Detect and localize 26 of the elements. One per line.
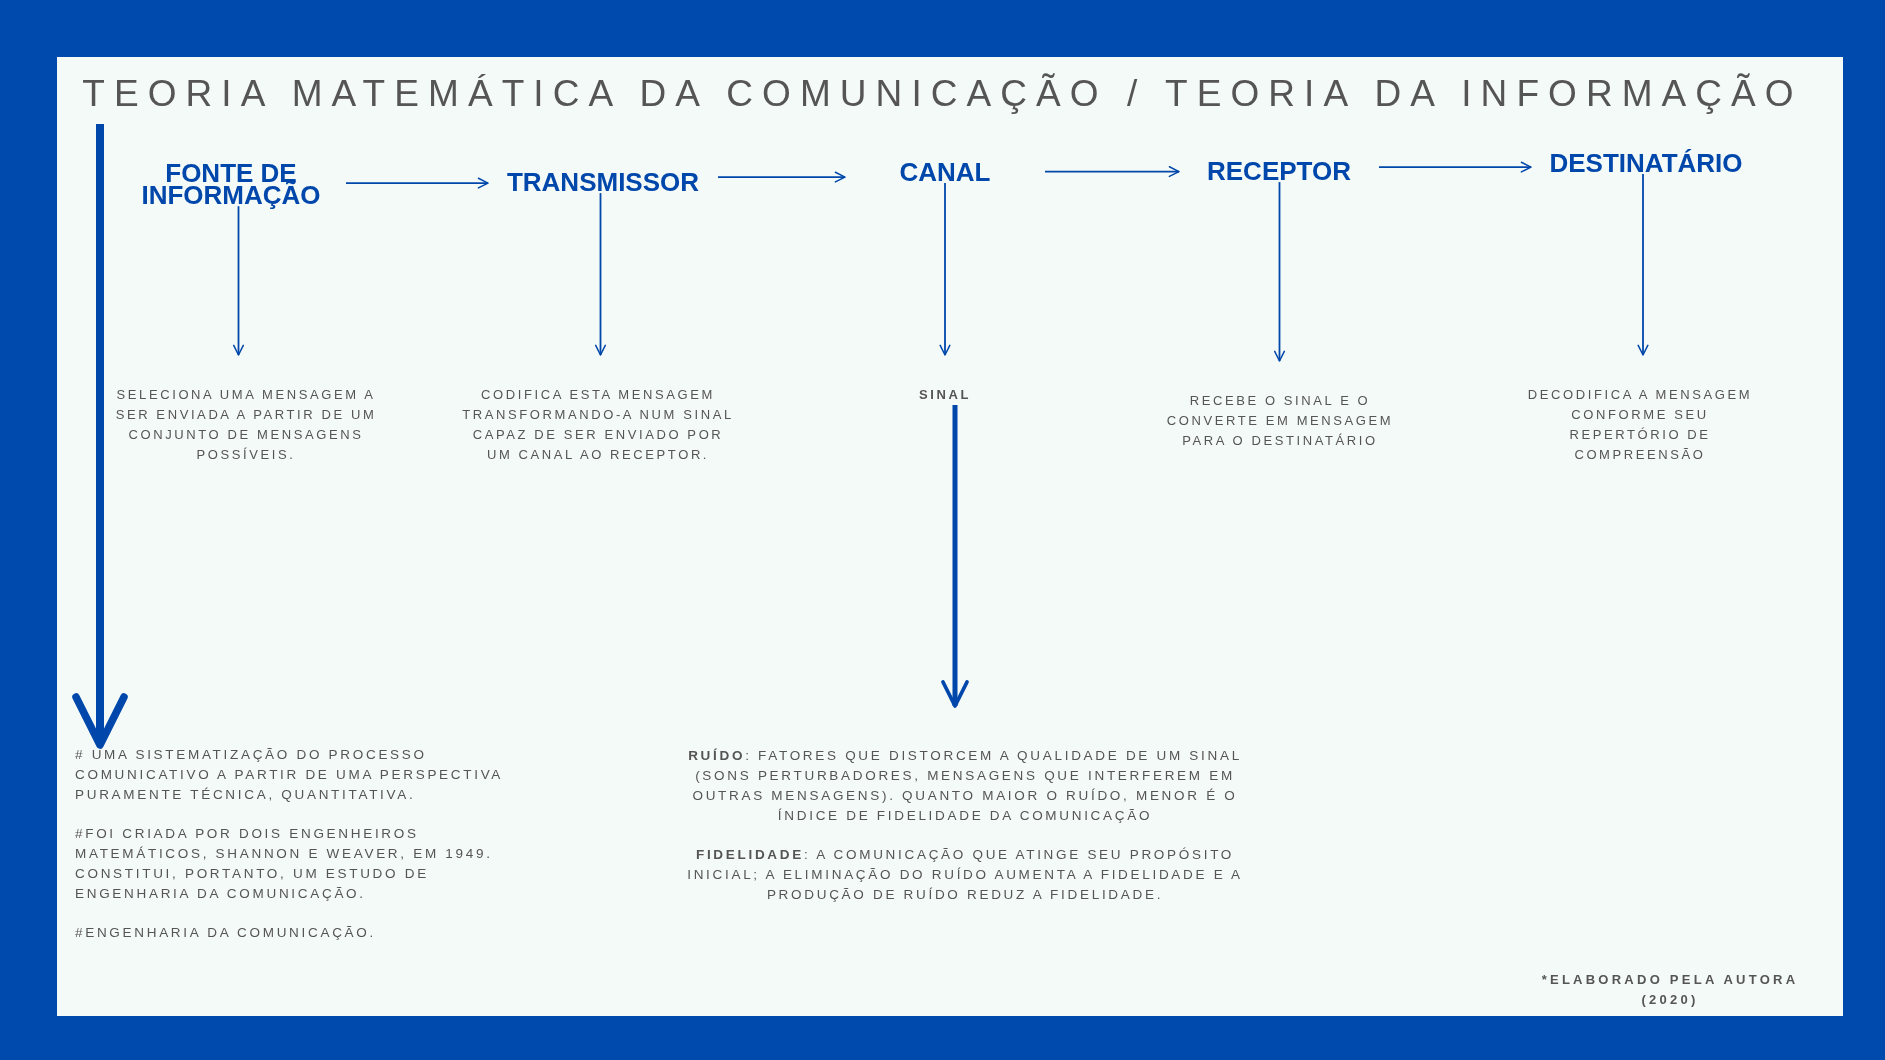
description-text: RECEBE O SINAL E O CONVERTE EM MENSAGEM PARA O DESTINATÁRIO	[1165, 392, 1395, 450]
arrow	[594, 192, 607, 356]
description-text: DECODIFICA A MENSAGEM CONFORME SEU REPERTÓRIO DE COMPREENSÃO	[1526, 386, 1754, 464]
description-text: RUÍDO: FATORES QUE DISTORCEM A QUALIDADE DE UM SINAL (SONS PERTURBADORES, MENSAGENS QUE INTERFEREM EM OUTRAS MENSAGENS). QUANTO MAIOR O RUÍDO, MENOR É O ÍNDICE DE FIDELIDADE DA COMUNICAÇÃO	[687, 747, 1243, 825]
description-text: SELECIONA UMA MENSAGEM A SER ENVIADA A PARTIR DE UM CONJUNTO DE MENSAGENS POSSÍVEIS.	[115, 386, 377, 464]
arrow	[1637, 173, 1649, 356]
stage-heading: TRANSMISSOR	[505, 171, 701, 194]
arrow	[232, 205, 245, 356]
arrow	[717, 171, 846, 183]
arrow	[1044, 166, 1180, 178]
description-text: #ENGENHARIA DA COMUNICAÇÃO.	[75, 924, 377, 942]
footnote: *ELABORADO PELA AUTORA (2020)	[1540, 971, 1800, 1009]
description-text: #FOI CRIADA POR DOIS ENGENHEIROS MATEMÁTICOS, SHANNON E WEAVER, EM 1949. CONSTITUI, PORTANTO, UM ESTUDO DE ENGENHARIA DA COMUNICAÇÃO.	[75, 825, 494, 903]
description-text: SINAL	[918, 386, 972, 404]
arrow	[1378, 161, 1532, 173]
description-text: # UMA SISTEMATIZAÇÃO DO PROCESSO COMUNICATIVO A PARTIR DE UMA PERSPECTIVA PURAMENTE TÉCNICA, QUANTITATIVA.	[75, 746, 504, 804]
description-text: FIDELIDADE: A COMUNICAÇÃO QUE ATINGE SEU PROPÓSITO INICIAL; A ELIMINAÇÃO DO RUÍDO AUMENTA A FIDELIDADE E A PRODUÇÃO DE RUÍDO REDUZ A FIDELIDADE.	[686, 846, 1244, 904]
stage-heading: FONTE DE INFORMAÇÃO	[140, 162, 322, 207]
title: TEORIA MATEMÁTICA DA COMUNICAÇÃO / TEORIA DA INFORMAÇÃO	[81, 72, 1804, 116]
arrow	[941, 405, 969, 708]
arrow	[939, 182, 951, 356]
description-text: CODIFICA ESTA MENSAGEM TRANSFORMANDO-A NUM SINAL CAPAZ DE SER ENVIADO POR UM CANAL AO RECEPTOR.	[462, 386, 734, 464]
arrow	[1273, 181, 1286, 362]
arrow	[345, 177, 489, 189]
stage-heading: CANAL	[898, 161, 992, 184]
stage-heading: RECEPTOR	[1206, 160, 1352, 183]
